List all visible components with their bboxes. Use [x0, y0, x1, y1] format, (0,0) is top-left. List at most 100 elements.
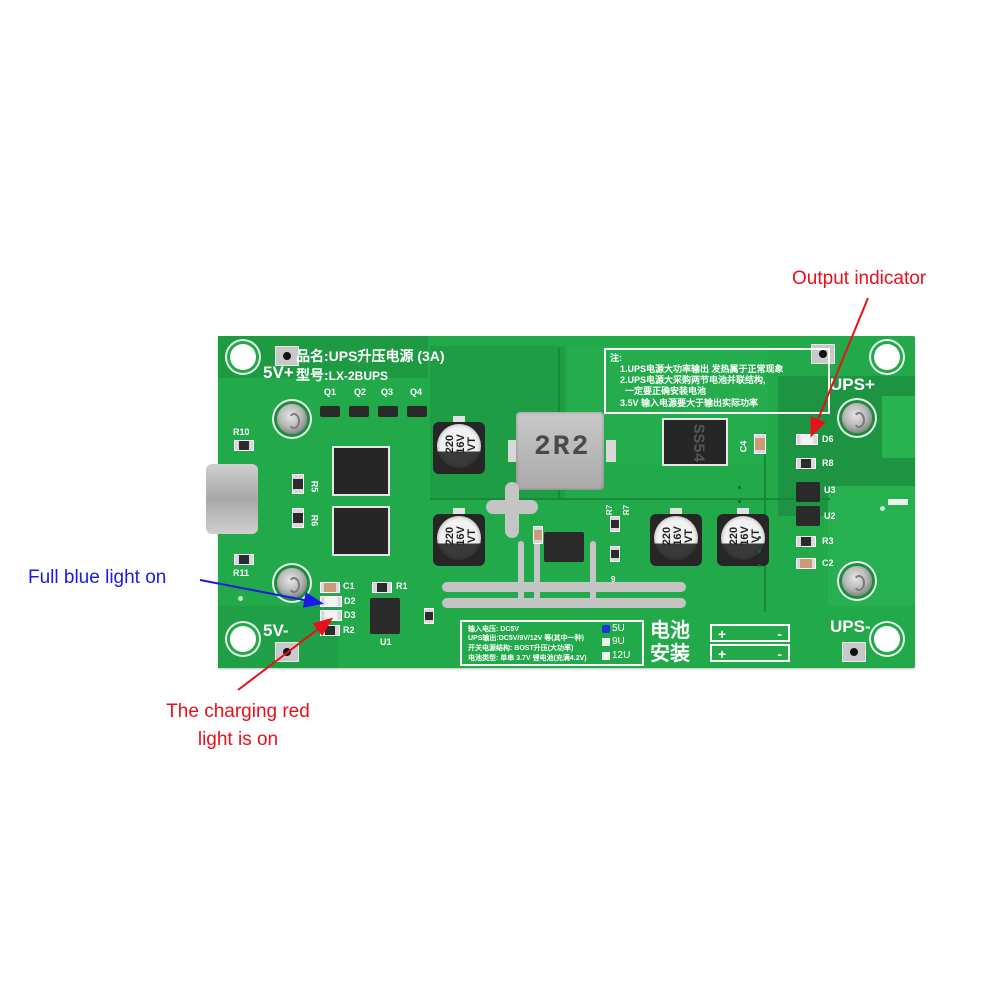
inductor-2r2: 2R2	[516, 412, 604, 490]
model: 型号:LX-2BUPS	[296, 368, 388, 382]
mounting-hole	[874, 344, 900, 370]
resistor-r11	[234, 554, 254, 565]
arrow-to-d3	[237, 617, 334, 691]
power-diode	[332, 446, 390, 496]
battery-install-label: 安装	[650, 643, 690, 665]
regulator-u2	[796, 506, 820, 526]
terminal-label-5v-neg: 5V-	[263, 621, 289, 640]
label-d2: D2	[344, 596, 356, 606]
label-u3: U3	[824, 485, 836, 495]
copper-trace	[518, 541, 524, 601]
transistor-q1	[320, 406, 340, 417]
mounting-hole	[230, 626, 256, 652]
solder-pad	[275, 346, 299, 366]
product-name: 品名:UPS升压电源 (3A)	[296, 349, 445, 363]
voltage-option-label: 12U	[612, 650, 631, 661]
label-u2: U2	[824, 511, 836, 521]
spec-line: 开关电源结构: BOST升压(大功率)	[468, 645, 574, 652]
resistor-r6	[292, 508, 304, 528]
screw-terminal-ups-pos	[842, 403, 872, 433]
checkbox-selected-icon	[602, 625, 610, 633]
transistor-q4	[407, 406, 427, 417]
resistor-r8	[796, 458, 816, 469]
terminal-label-ups-neg: UPS-	[830, 617, 871, 636]
voltage-option-label: 5U	[612, 623, 625, 634]
transistor-q2	[349, 406, 369, 417]
spec-line: 电池类型: 单串 3.7V 锂电池(充满4.2V)	[468, 655, 587, 662]
label-r2: R2	[343, 625, 355, 635]
checkbox-icon	[602, 638, 610, 646]
led-d6-output-indicator	[796, 434, 818, 445]
transistor-q3	[378, 406, 398, 417]
inductor-marking: 2R2	[534, 432, 591, 463]
battery-cell-outline: + -	[710, 624, 790, 642]
resistor-r10	[234, 440, 254, 451]
mounting-hole	[230, 344, 256, 370]
label-r8: R8	[822, 458, 834, 468]
notes-box: 注: 1.UPS电源大功率输出 发热属于正常现象 2.UPS电源大采购两节电池并…	[604, 348, 830, 414]
label-r9: 9	[611, 575, 616, 584]
arrow-to-d6	[810, 297, 869, 438]
model-value: LX-2BUPS	[328, 369, 389, 383]
callout-line: light is on	[197, 729, 279, 750]
mounting-hole	[874, 626, 900, 652]
boost-controller-ic	[544, 532, 584, 562]
label-q1: Q1	[324, 387, 337, 397]
label-q2: Q2	[354, 387, 367, 397]
silk-mark	[888, 499, 908, 505]
screw-terminal-ups-neg	[842, 566, 872, 596]
checkbox-icon	[602, 652, 610, 660]
label-r1: R1	[396, 581, 408, 591]
battery-pos-icon: +	[718, 646, 727, 662]
copper-trace	[590, 541, 596, 601]
battery-neg-icon: -	[777, 646, 782, 662]
callout-output-indicator: Output indicator	[792, 268, 927, 289]
notes-line: 1.UPS电源大功率输出 发热属于正常现象	[620, 364, 784, 374]
resistor-r3	[796, 536, 816, 547]
callout-full-blue-light: Full blue light on	[28, 567, 167, 588]
battery-install-label: 电池	[650, 620, 690, 642]
notes-title: 注:	[610, 353, 622, 363]
model-label: 型号:	[296, 367, 329, 383]
product-name-value: UPS升压电源 (3A)	[328, 348, 445, 364]
label-r11: R11	[233, 568, 250, 578]
spec-line: UPS输出:DC5V/9V/12V 等(其中一种)	[468, 635, 584, 642]
spec-line: 输入电压: DC5V	[468, 626, 519, 633]
battery-neg-icon: -	[777, 626, 782, 642]
charger-ic-u1	[370, 598, 400, 634]
label-c2: C2	[822, 558, 834, 568]
schottky-diode-ss54: SS54	[662, 418, 728, 466]
label-c1: C1	[343, 581, 355, 591]
divider	[642, 620, 646, 666]
resistor-r9	[610, 546, 620, 562]
notes-line: 2.UPS电源大采购两节电池并联结构,	[620, 375, 766, 385]
label-r3: R3	[822, 536, 834, 546]
resistor	[424, 608, 434, 624]
screw-terminal-5v-pos	[277, 404, 307, 434]
label-q3: Q3	[381, 387, 394, 397]
notes-line: 一定要正确安装电池	[620, 386, 707, 396]
output-header-zone	[882, 396, 915, 458]
arrow-to-d2	[199, 579, 324, 608]
resistor-r5	[292, 474, 304, 494]
voltage-option-label: 9U	[612, 636, 625, 647]
terminal-label-5v-pos: 5V+	[263, 363, 294, 382]
notes-line: 3.5V 输入电源要大于输出实际功率	[620, 398, 759, 408]
capacitor	[533, 526, 543, 544]
product-name-label: 品名:	[296, 348, 329, 364]
usb-c-port[interactable]	[206, 464, 258, 534]
capacitor-c4	[754, 434, 766, 454]
copper-trace	[534, 541, 540, 601]
label-d6: D6	[822, 434, 834, 444]
callout-charging-red-light: The charging red light is on	[148, 698, 328, 754]
copper-trace	[442, 582, 686, 592]
label-r10: R10	[233, 427, 250, 437]
resistor-r1	[372, 582, 392, 593]
label-q4: Q4	[410, 387, 423, 397]
power-diode	[332, 506, 390, 556]
